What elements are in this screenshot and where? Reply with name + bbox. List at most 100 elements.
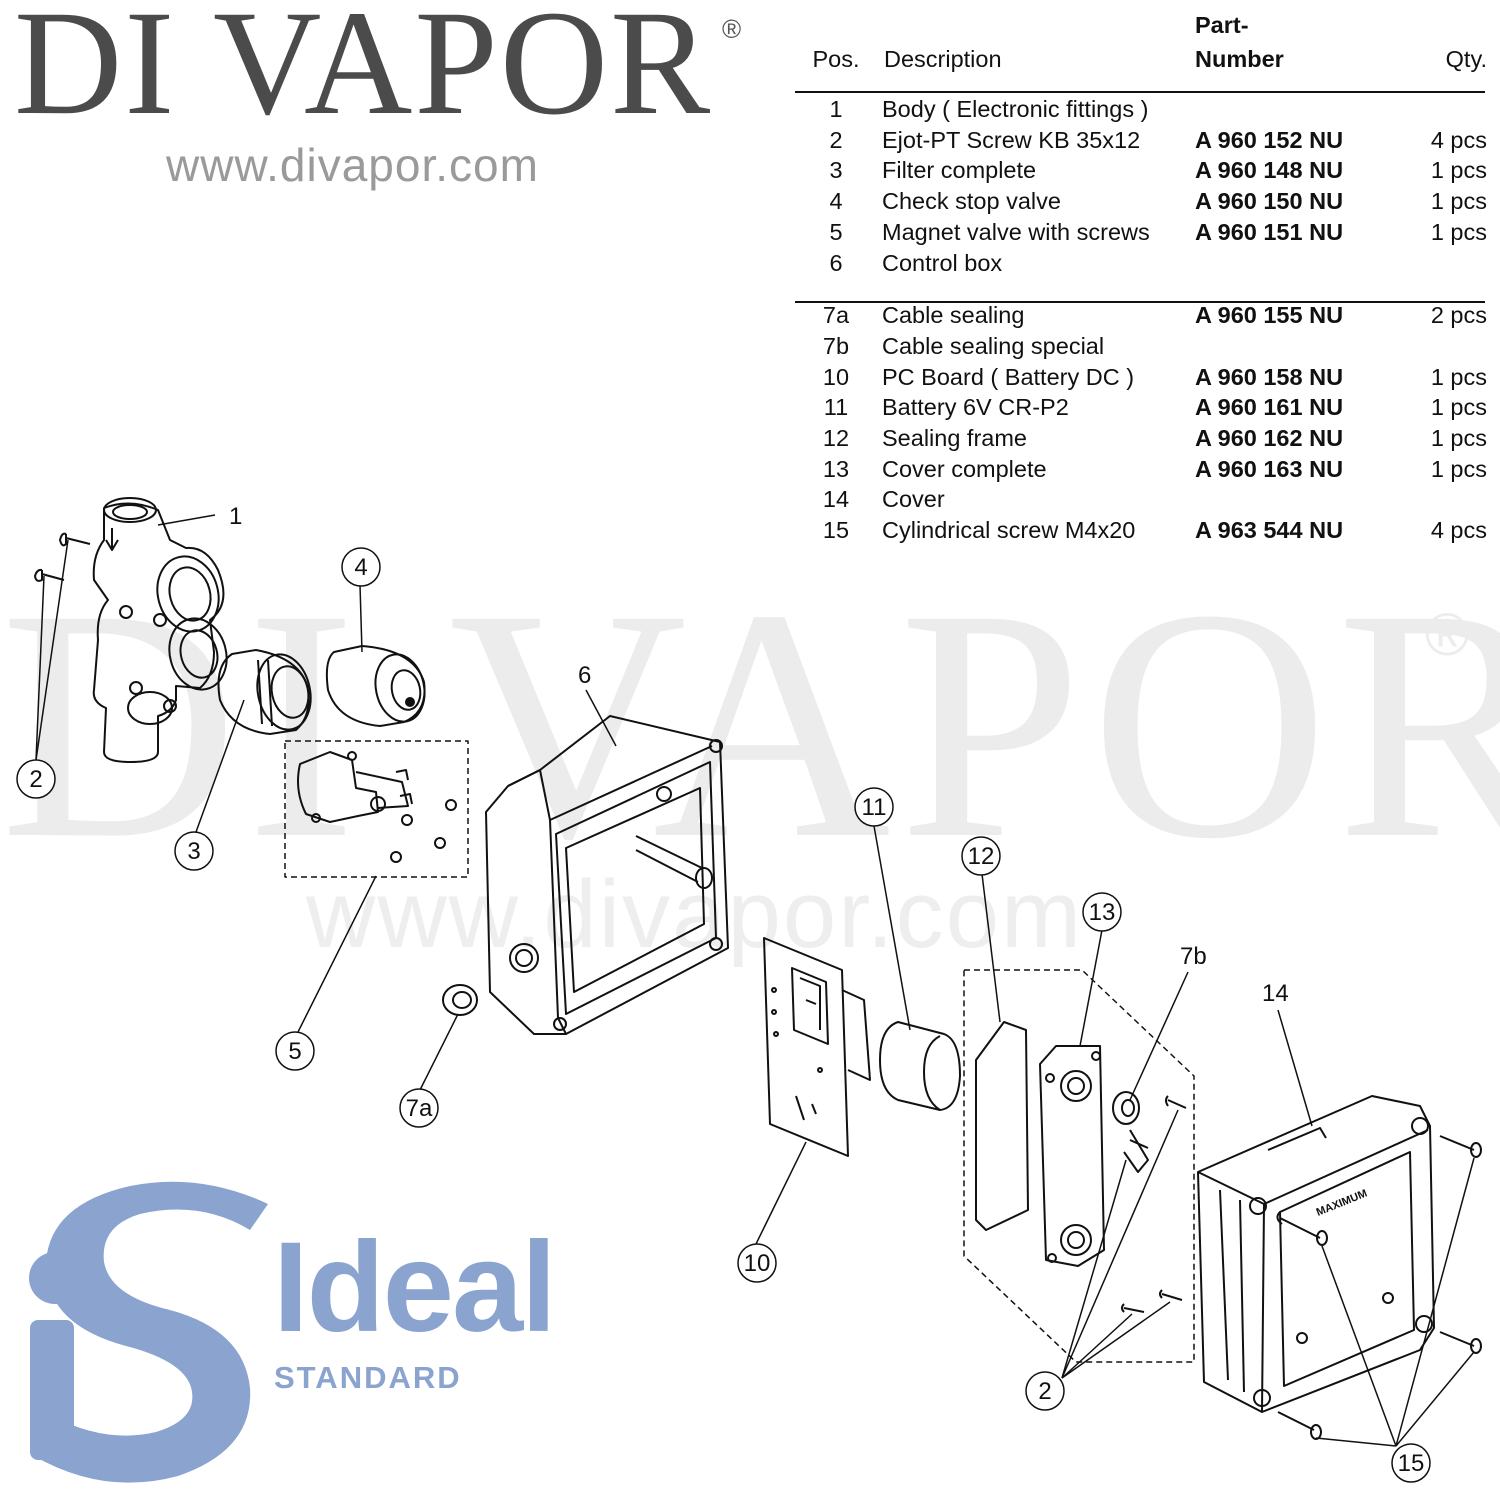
cell-qty: 1 pcs	[1430, 157, 1487, 184]
cell-qty: 4 pcs	[1430, 126, 1487, 153]
cell-pos: 1	[829, 96, 843, 122]
cell-pos: 4	[829, 188, 843, 215]
cell-description: PC Board ( Battery DC )	[882, 363, 1135, 390]
cell-pos: 5	[829, 218, 843, 245]
cell-description: Cable sealing special	[882, 332, 1105, 359]
part-screws-right	[1121, 1095, 1187, 1313]
table-group-divider	[795, 301, 1485, 303]
cell-qty: 1 pcs	[1430, 218, 1487, 245]
cell-pos: 7b	[822, 332, 850, 359]
cell-part-number: A 960 162 NU	[1195, 425, 1344, 452]
callout-15: 15	[1398, 1450, 1425, 1477]
cell-pos: 14	[822, 486, 850, 513]
cell-description: Body ( Electronic fittings )	[882, 96, 1149, 122]
cell-description: Cylindrical screw M4x20	[882, 517, 1136, 544]
cell-qty: 1 pcs	[1430, 394, 1487, 421]
callout-4-circle	[341, 547, 381, 587]
cell-part-number: A 960 148 NU	[1195, 157, 1344, 184]
part-check-valve	[325, 645, 426, 727]
cell-description: Ejot-PT Screw KB 35x12	[882, 126, 1141, 153]
cell-part-number: A 963 544 NU	[1195, 517, 1344, 544]
table-row: 1 Body ( Electronic fittings )	[792, 94, 1487, 125]
cell-qty: 2 pcs	[1430, 302, 1487, 329]
cell-description: Magnet valve with screws	[882, 218, 1150, 245]
cell-part-number: A 960 152 NU	[1195, 126, 1344, 153]
brand-url: www.divapor.com	[166, 139, 539, 191]
logo-ideal-word: Ideal	[273, 1216, 557, 1359]
table-header-rule	[795, 91, 1485, 93]
cell-description: Sealing frame	[882, 425, 1027, 452]
part-cover-plate	[1039, 1045, 1105, 1267]
cell-qty: 1 pcs	[1430, 363, 1487, 390]
cell-part-number: A 960 163 NU	[1195, 455, 1344, 482]
callout-2b: 2	[1038, 1378, 1051, 1405]
callout-7a: 7a	[406, 1095, 433, 1122]
brand-registered-mark: ®	[722, 14, 742, 44]
callout-12: 12	[968, 843, 995, 870]
cell-qty: 4 pcs	[1430, 517, 1487, 544]
callout-13: 13	[1089, 899, 1116, 926]
header-part-number-line1: Part-	[1195, 12, 1249, 38]
brand-title: DI VAPOR	[14, 0, 713, 146]
table-row: 4 Check stop valve A 960 150 NU 1 pcs	[792, 186, 1487, 217]
header-qty: Qty.	[1445, 46, 1487, 72]
cell-pos: 11	[823, 394, 849, 421]
callout-14: 14	[1262, 980, 1289, 1007]
cell-description: Battery 6V CR-P2	[882, 394, 1069, 421]
callout-3-circle	[174, 831, 214, 871]
cell-part-number: A 960 158 NU	[1195, 363, 1344, 390]
cell-description: Filter complete	[882, 157, 1037, 184]
part-body	[92, 497, 228, 763]
cell-part-number: A 960 155 NU	[1195, 302, 1344, 329]
cell-part-number: A 960 151 NU	[1195, 218, 1344, 245]
logo-standard-word: STANDARD	[274, 1360, 462, 1395]
part-cable-sealing	[442, 984, 478, 1016]
header-part-number-line2: Number	[1195, 46, 1284, 72]
cell-description: Cover	[882, 486, 945, 513]
cell-description: Cable sealing	[882, 302, 1025, 329]
part-cylindrical-screws	[1276, 1135, 1482, 1440]
table-row: 7b Cable sealing special	[792, 331, 1487, 362]
ideal-standard-logo-mark	[29, 1181, 268, 1483]
callout-10: 10	[744, 1250, 771, 1277]
table-row: 3 Filter complete A 960 148 NU 1 pcs	[792, 155, 1487, 186]
callout-2a-circle	[16, 759, 56, 799]
callout-12-circle	[961, 836, 1001, 876]
cell-pos: 3	[829, 157, 843, 184]
callout-5: 5	[288, 1038, 301, 1065]
callout-11-circle	[854, 787, 894, 827]
callout-4: 4	[354, 554, 367, 581]
part-pc-board	[763, 937, 871, 1157]
cell-pos: 12	[822, 425, 850, 452]
part-battery	[879, 1021, 961, 1111]
cell-pos: 15	[822, 517, 850, 544]
cell-description: Check stop valve	[882, 188, 1061, 215]
callout-11: 11	[862, 794, 887, 821]
header-description: Description	[884, 46, 1002, 72]
part-cover	[1197, 1095, 1435, 1413]
part-sealing-frame	[975, 1021, 1029, 1231]
callout-6: 6	[578, 662, 591, 689]
leader-lines	[35, 514, 1475, 1447]
table-row: 14 Cover	[792, 484, 1487, 515]
watermark-brand: DI VAPOR	[0, 542, 1500, 907]
callout-3: 3	[187, 838, 200, 865]
cell-qty: 1 pcs	[1430, 188, 1487, 215]
cell-qty: 1 pcs	[1430, 455, 1487, 482]
part-magnet-valve	[284, 740, 469, 878]
cell-part-number: A 960 150 NU	[1195, 188, 1344, 215]
part-filter	[217, 649, 312, 735]
part-control-box	[485, 715, 729, 1035]
callout-7a-circle	[399, 1088, 439, 1128]
callout-15-circle	[1391, 1443, 1431, 1483]
cell-description: Cover complete	[882, 455, 1047, 482]
callout-13-circle	[1082, 892, 1122, 932]
